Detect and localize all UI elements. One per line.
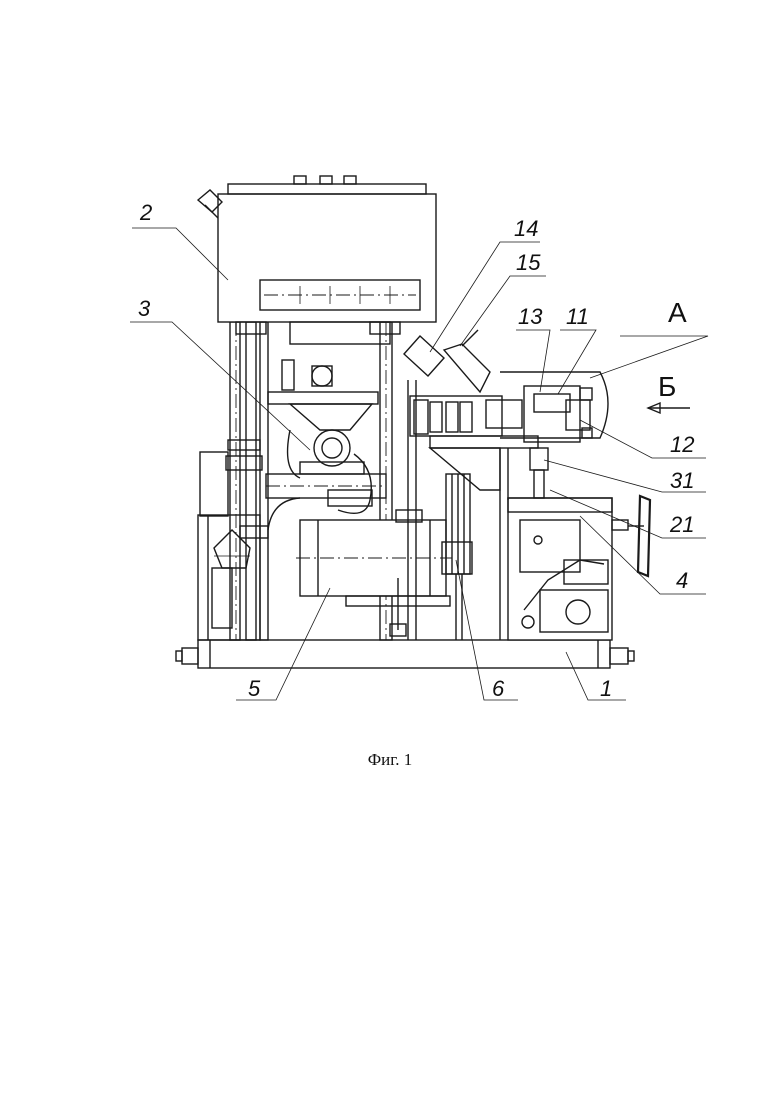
callout-21: 21 (669, 512, 694, 537)
callout-31: 31 (670, 468, 694, 493)
upper-block (198, 176, 436, 334)
callout-15: 15 (516, 250, 541, 275)
callout-13: 13 (518, 304, 543, 329)
callout-11: 11 (566, 304, 589, 329)
base-frame (176, 640, 634, 668)
callout-1: 1 (600, 676, 612, 701)
callout-3: 3 (138, 296, 151, 321)
callout-14: 14 (514, 216, 538, 241)
motor (296, 510, 452, 636)
view-label-a: А (668, 297, 687, 328)
callout-2: 2 (139, 200, 152, 225)
callout-5: 5 (248, 676, 261, 701)
right-housing (508, 496, 650, 640)
callout-4: 4 (676, 568, 688, 593)
left-frame (198, 452, 260, 640)
figure-caption: Фиг. 1 (0, 750, 780, 770)
callout-6: 6 (492, 676, 505, 701)
callout-12: 12 (670, 432, 694, 457)
direction-label-b: Б (658, 371, 676, 402)
